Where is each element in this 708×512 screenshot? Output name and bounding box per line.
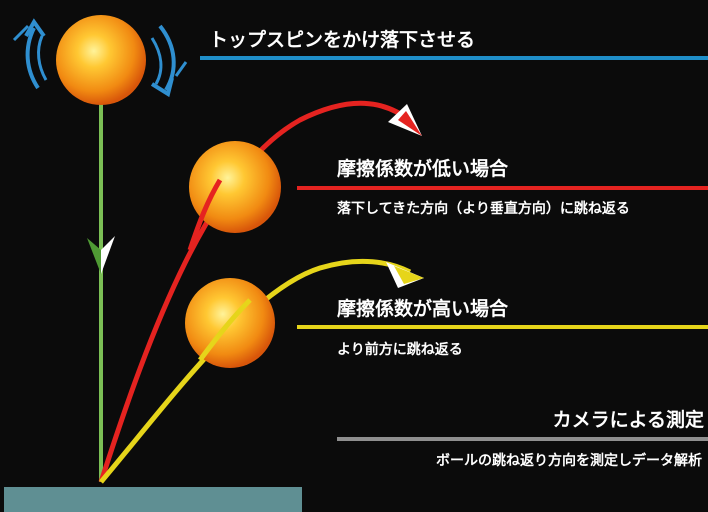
camera-measurement-description: ボールの跳ね返り方向を測定しデータ解析 — [436, 453, 702, 469]
high-friction-description: より前方に跳ね返る — [337, 342, 463, 358]
ground-surface — [4, 487, 302, 512]
spin-arrow-left-icon — [12, 18, 48, 90]
yellow-arrowhead-icon — [386, 262, 424, 288]
high-friction-title: 摩擦係数が高い場合 — [337, 298, 509, 320]
high-friction-rule — [297, 325, 708, 329]
camera-rule — [337, 437, 708, 441]
camera-measurement-title: カメラによる測定 — [552, 409, 704, 431]
low-friction-description: 落下してきた方向（より垂直方向）に跳ね返る — [337, 201, 630, 217]
low-friction-title: 摩擦係数が低い場合 — [337, 158, 509, 180]
red-arrowhead-icon — [388, 104, 422, 136]
spin-arrow-right-icon — [150, 24, 188, 98]
low-friction-rule — [297, 186, 708, 190]
ball-top — [56, 15, 146, 105]
topspin-rule — [200, 56, 708, 60]
ball-low-friction — [189, 141, 281, 233]
topspin-label: トップスピンをかけ落下させる — [209, 29, 476, 51]
high-friction-trajectory — [99, 258, 412, 484]
down-arrow-icon — [87, 236, 115, 274]
